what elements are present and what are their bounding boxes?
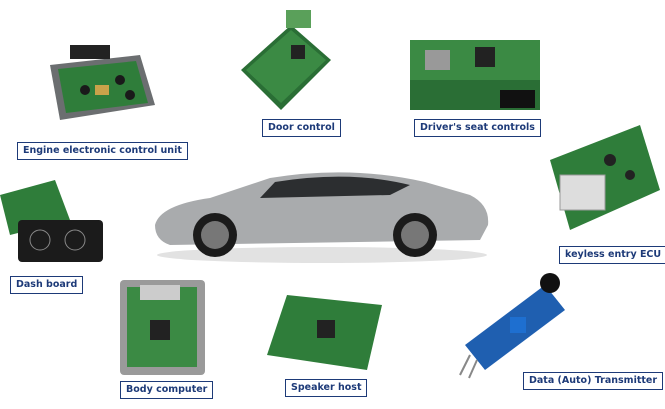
speaker-host-image [267, 295, 382, 370]
car-image [155, 172, 489, 263]
drivers-seat-controls-image [410, 40, 540, 110]
label-engine-ecu: Engine electronic control unit [17, 142, 188, 160]
label-data-transmitter: Data (Auto) Transmitter [523, 372, 664, 390]
data-transmitter-image [459, 273, 565, 379]
label-keyless-entry-ecu: keyless entry ECU [559, 246, 665, 264]
engine-ecu-image [50, 45, 155, 120]
door-control-image [241, 10, 331, 110]
body-computer-image [120, 280, 205, 375]
label-door-control: Door control [262, 119, 341, 137]
label-dash-board: Dash board [10, 276, 84, 294]
label-body-computer: Body computer [120, 381, 214, 399]
label-drivers-seat-controls: Driver's seat controls [414, 119, 541, 137]
keyless-entry-ecu-image [550, 125, 660, 230]
label-speaker-host: Speaker host [285, 379, 368, 397]
dash-board-image [0, 180, 103, 262]
